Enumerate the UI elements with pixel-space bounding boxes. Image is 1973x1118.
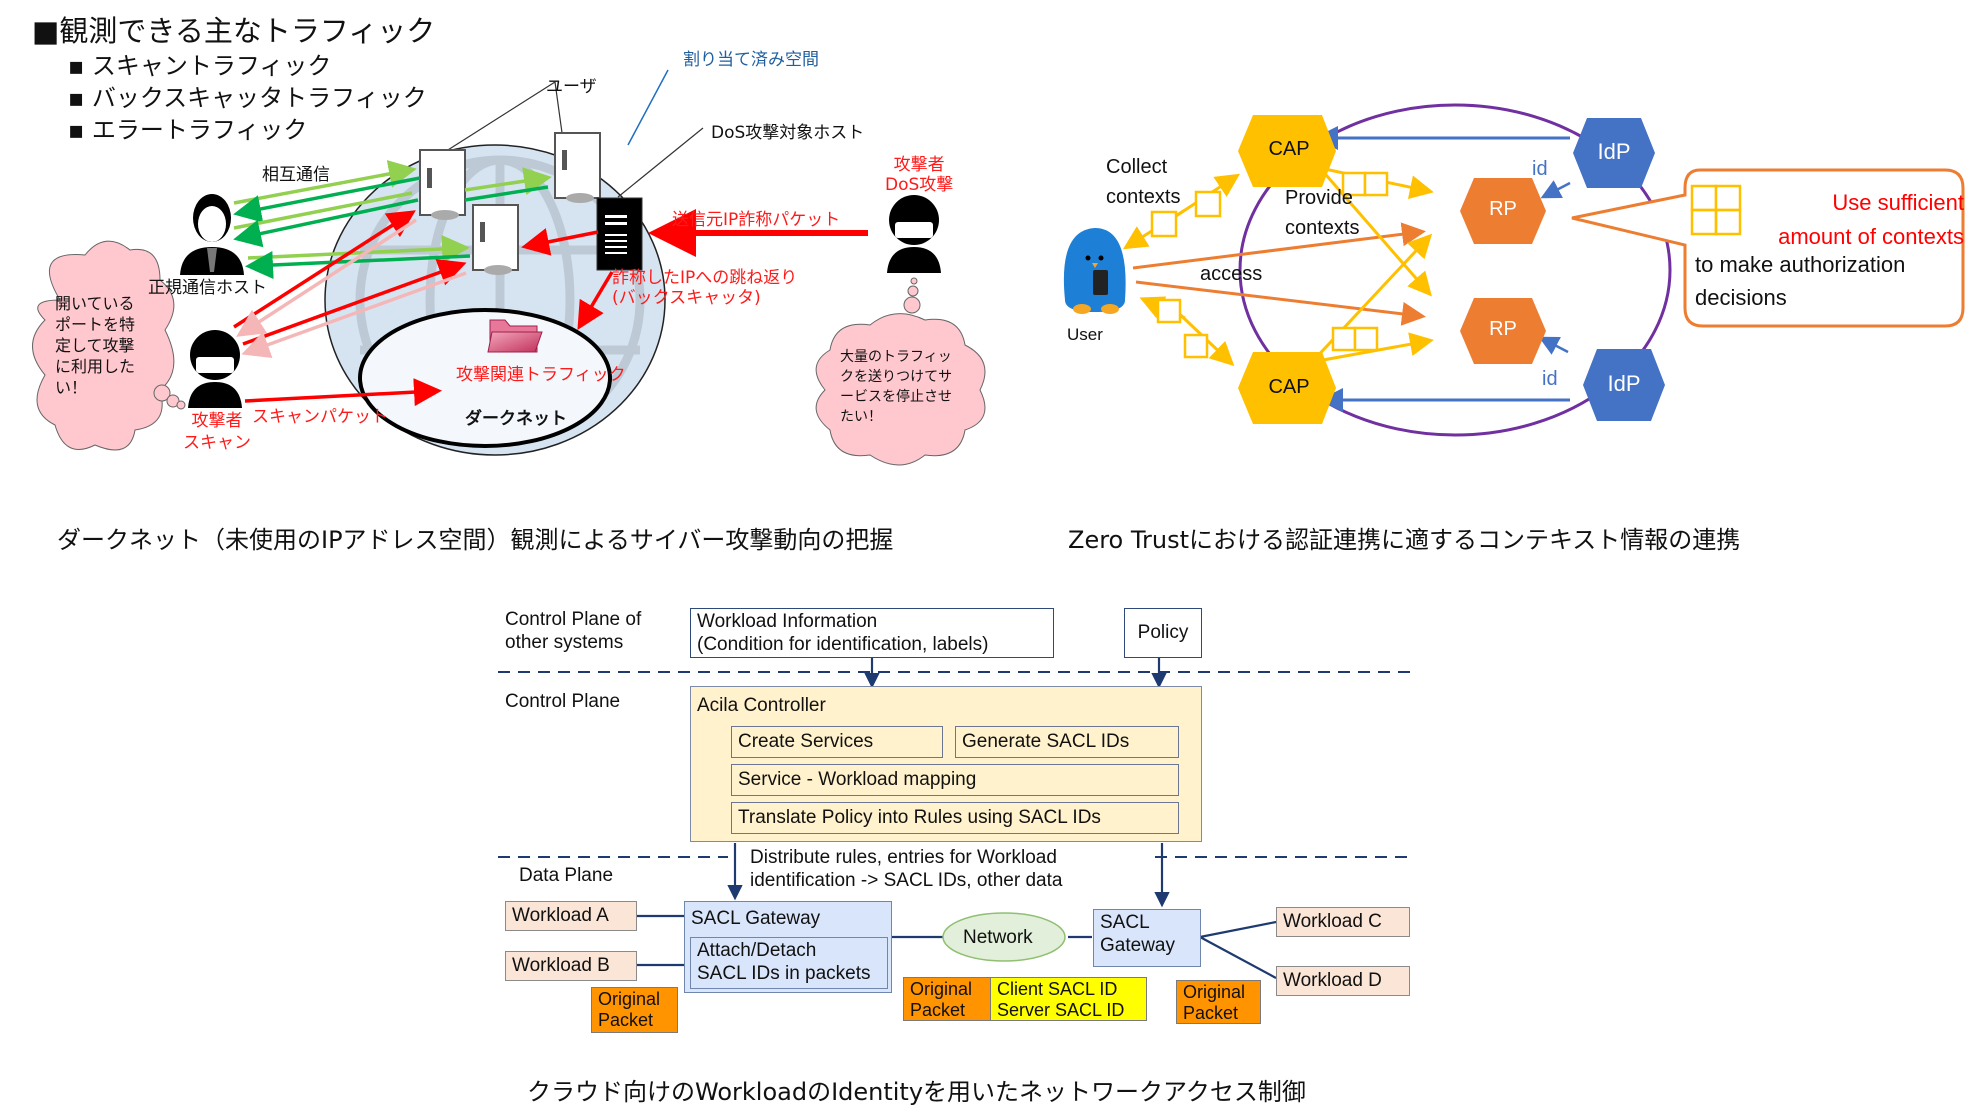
dos-target-server-icon (596, 197, 643, 271)
workload-c-box[interactable]: Workload C (1276, 907, 1410, 937)
id-label-top: id (1532, 158, 1548, 180)
workload-d-box[interactable]: Workload D (1276, 966, 1410, 996)
plane-dividers (498, 671, 1412, 858)
collect-contexts-label: Collect contexts (1106, 156, 1181, 208)
callout-bubble (1571, 168, 1965, 328)
id-label-bottom: id (1542, 368, 1558, 390)
puzzle-callout-icon (1690, 184, 1742, 236)
user-label: User (1067, 325, 1103, 344)
darknet-label: ダークネット (465, 409, 567, 429)
translate-policy-box[interactable]: Translate Policy into Rules using SACL I… (731, 802, 1179, 834)
server-icon-2 (554, 132, 601, 203)
rp-top-label: RP (1489, 198, 1517, 220)
dos-target-host-label: DoS攻撃対象ホスト (711, 123, 865, 143)
acila-caption: クラウド向けのWorkloadのIdentityを用いたネットワークアクセス制御 (527, 1078, 1306, 1106)
cap-bottom-hexagon[interactable] (1238, 352, 1336, 424)
provide-contexts-label: Provide contexts (1285, 187, 1360, 239)
rp-bottom-hexagon[interactable] (1460, 298, 1546, 364)
scan-packet-label: スキャンパケット (252, 407, 388, 427)
distribute-label: Distribute rules, entries for Workload i… (750, 847, 1063, 891)
attack-arrows (233, 209, 868, 407)
workload-b-box[interactable]: Workload B (505, 951, 637, 981)
attacker-scan-label: 攻撃者 スキャン (183, 411, 251, 453)
idp-bottom-hexagon[interactable] (1583, 349, 1665, 421)
rp-top-hexagon[interactable] (1460, 178, 1546, 244)
traffic-bullet-scan: ▪ スキャントラフィック (68, 52, 332, 80)
workload-a-box[interactable]: Workload A (505, 901, 637, 931)
server-icon-3 (472, 204, 519, 275)
mutual-comm-arrows (233, 160, 552, 280)
traffic-heading: ■観測できる主なトラフィック (32, 14, 436, 48)
cap-top-label: CAP (1268, 138, 1310, 160)
legit-host-person-icon (180, 194, 244, 275)
callout-highlight: Use sufficient amount of contexts (1778, 190, 1964, 249)
original-packet-right: Original Packet (1176, 980, 1261, 1024)
dos-thought-text: 大量のトラフィックを送りつけてサービスを停止させたい！ (840, 349, 953, 425)
sacl-ids-header: Client SACL ID Server SACL ID (990, 977, 1147, 1021)
server-icon-1 (419, 149, 466, 220)
zero-trust-diagram (1063, 103, 1965, 437)
scanner-thought-cloud (32, 240, 186, 451)
cap-bottom-label: CAP (1268, 376, 1310, 398)
create-services-box[interactable]: Create Services (731, 726, 943, 758)
attach-detach-box[interactable]: Attach/Detach SACL IDs in packets (690, 937, 888, 989)
access-label: access (1200, 263, 1263, 285)
attacker-dos-label: 攻撃者 DoS攻撃 (885, 155, 954, 195)
spoofed-packet-label: 送信元IP詐称パケット (672, 210, 841, 230)
data-plane-label: Data Plane (519, 865, 614, 886)
cap-top-hexagon[interactable] (1238, 115, 1336, 187)
allocated-space-label: 割り当て済み空間 (683, 50, 819, 70)
other-control-plane-label: Control Plane of other systems (505, 609, 642, 653)
trust-ring (1238, 103, 1672, 437)
darknet-diagram (32, 69, 986, 466)
darknet-caption: ダークネット（未使用のIPアドレス空間）観測によるサイバー攻撃動向の把握 (57, 526, 894, 554)
user-penguin-icon (1063, 228, 1126, 314)
legit-host-label: 正規通信ホスト (148, 278, 267, 298)
user-label: ユーザ (546, 77, 597, 97)
scanner-thought-text: 開いているポートを特定して攻撃に利用したい！ (55, 294, 136, 397)
control-plane-label: Control Plane (505, 691, 621, 712)
traffic-bullet-backscatter: ▪ バックスキャッタトラフィック (68, 84, 427, 112)
workload-info-box[interactable]: Workload Information (Condition for iden… (690, 608, 1054, 658)
mutual-comm-label: 相互通信 (262, 165, 330, 185)
zero-trust-caption: Zero Trustにおける認証連携に適するコンテキスト情報の連携 (1068, 526, 1741, 554)
darknet-ellipse (358, 308, 612, 448)
sacl-gateway-right-box[interactable]: SACL Gateway (1093, 909, 1201, 967)
dos-attacker-icon (887, 195, 941, 273)
rp-bottom-label: RP (1489, 318, 1517, 340)
bullet-text: エラートラフィック (91, 116, 308, 144)
idp-bottom-label: IdP (1607, 371, 1641, 396)
controller-title: Acila Controller (697, 695, 826, 716)
generate-sacl-ids-box[interactable]: Generate SACL IDs (955, 726, 1179, 758)
traffic-bullet-error: ▪ エラートラフィック (68, 116, 308, 144)
network-ellipse (942, 912, 1066, 962)
idp-top-hexagon[interactable] (1573, 118, 1655, 188)
idp-top-label: IdP (1597, 139, 1631, 164)
callout-text: to make authorization decisions (1695, 252, 1906, 310)
scanner-attacker-icon (188, 330, 242, 408)
folder-icon (487, 319, 543, 353)
policy-box[interactable]: Policy (1124, 608, 1202, 658)
bullet-text: スキャントラフィック (91, 52, 332, 80)
network-label: Network (963, 927, 1033, 948)
service-workload-mapping-box[interactable]: Service - Workload mapping (731, 764, 1179, 796)
dos-thought-cloud (815, 277, 986, 466)
gateway-left-title: SACL Gateway (691, 908, 821, 929)
backscatter-label: 詐称したIPへの跳ね返り (バックスキャッタ) (612, 268, 798, 308)
original-packet-left: Original Packet (591, 987, 678, 1033)
bullet-text: バックスキャッタトラフィック (91, 84, 427, 112)
original-packet-middle: Original Packet (903, 977, 992, 1021)
puzzle-icons (1150, 171, 1389, 359)
attack-traffic-label: 攻撃関連トラフィック (456, 365, 626, 385)
